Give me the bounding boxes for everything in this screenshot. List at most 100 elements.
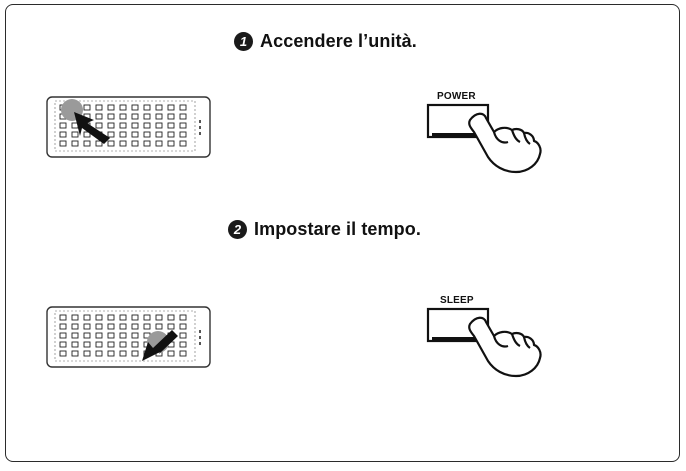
remote-key [59,332,67,339]
remote-key [167,113,175,120]
remote-key [167,314,175,321]
remote-key [155,323,163,330]
remote-key [167,323,175,330]
remote-key [131,341,139,348]
remote-key [71,140,79,147]
remote-key [95,122,103,129]
remote-key [179,350,187,357]
remote-key [59,131,67,138]
remote-key [119,341,127,348]
remote-key [119,350,127,357]
remote-key [71,332,79,339]
remote-key [107,332,115,339]
remote-key [131,122,139,129]
power-button-label: POWER [437,91,476,102]
remote-key [167,104,175,111]
remote-key [167,122,175,129]
remote-key [95,104,103,111]
remote-key [83,350,91,357]
remote-key [95,113,103,120]
step-2-number-badge: 2 [228,220,247,239]
remote-keypad [59,314,187,357]
remote-key [131,350,139,357]
remote-key [143,323,151,330]
remote-key [83,341,91,348]
remote-key [179,332,187,339]
remote-key [83,104,91,111]
remote-key [107,350,115,357]
remote-key [107,122,115,129]
remote-key [107,104,115,111]
remote-key [179,314,187,321]
remote-key [59,140,67,147]
instruction-frame [5,4,680,462]
remote-key [71,323,79,330]
remote-key [107,131,115,138]
remote-key [119,332,127,339]
remote-key [167,131,175,138]
remote-key [179,140,187,147]
remote-key [143,122,151,129]
remote-key [143,104,151,111]
remote-key [83,332,91,339]
remote-key [107,140,115,147]
remote-key [155,131,163,138]
remote-key [179,323,187,330]
remote-key [179,341,187,348]
remote-key [179,122,187,129]
remote-control-icon [46,306,211,368]
step-1-title-row: 1 Accendere l’unità. [234,31,417,52]
remote-key [83,314,91,321]
remote-key [95,314,103,321]
remote-key [143,113,151,120]
remote-key [119,104,127,111]
remote-key [83,140,91,147]
remote-key [107,323,115,330]
remote-key [119,140,127,147]
remote-key [83,131,91,138]
remote-key [107,341,115,348]
remote-key [59,314,67,321]
step-1-number-badge: 1 [234,32,253,51]
remote-key [155,122,163,129]
step-1-title: Accendere l’unità. [260,31,417,51]
remote-key [119,131,127,138]
remote-key [155,104,163,111]
remote-key [59,122,67,129]
remote-key [179,113,187,120]
remote-key [71,350,79,357]
sleep-button-press-illustration [426,307,542,378]
remote-key [95,332,103,339]
remote-key [179,104,187,111]
remote-key [71,131,79,138]
remote-key [59,341,67,348]
remote-key [95,323,103,330]
remote-key [131,323,139,330]
remote-key [155,140,163,147]
remote-key [131,140,139,147]
power-button-press-illustration [426,103,542,174]
remote-key [119,314,127,321]
pointing-hand-icon [468,112,542,174]
remote-key [179,131,187,138]
remote-key [107,314,115,321]
remote-key [131,113,139,120]
remote-key [71,314,79,321]
step-2-title-row: 2 Impostare il tempo. [228,219,421,240]
pointing-hand-icon [468,316,542,378]
remote-key [83,323,91,330]
remote-key [131,314,139,321]
sleep-button-label: SLEEP [440,295,474,306]
remote-key [155,314,163,321]
remote-key [131,131,139,138]
remote-key [155,113,163,120]
remote-key [59,323,67,330]
remote-key [167,350,175,357]
remote-key [131,332,139,339]
remote-key [143,140,151,147]
remote-key [95,341,103,348]
press-arrow-icon [74,112,110,144]
remote-key [143,131,151,138]
remote-key [71,341,79,348]
remote-control-icon [46,96,211,158]
